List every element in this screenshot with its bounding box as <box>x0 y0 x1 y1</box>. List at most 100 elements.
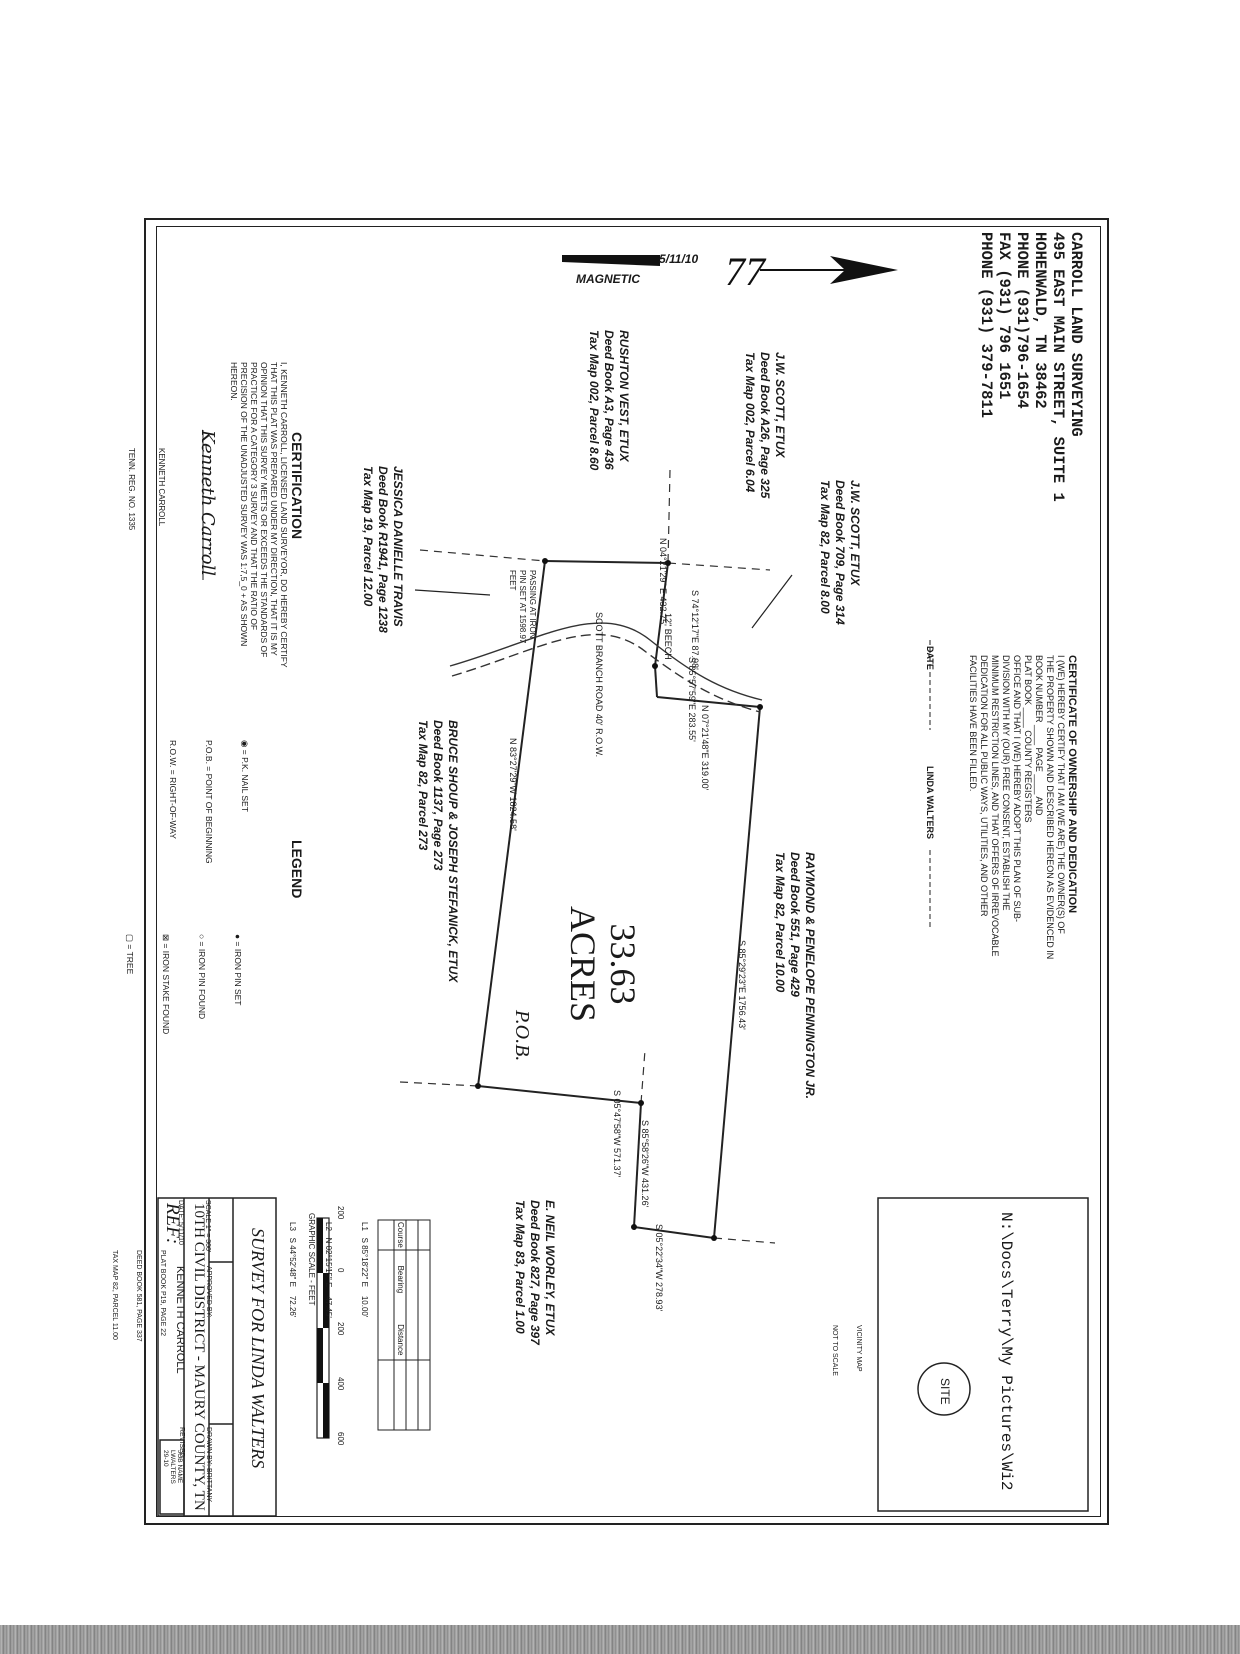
surveyor-header: CARROLL LAND SURVEYING 495 EAST MAIN STR… <box>977 232 1085 502</box>
legend-item: R.O.W. = RIGHT-OF-WAY <box>168 740 178 839</box>
boundary-line-2 <box>654 665 658 698</box>
scale-tick: 0 <box>336 1268 345 1273</box>
adjoiner-deed: Deed Book 551, Page 429 <box>788 852 802 997</box>
surveyor-line: CARROLL LAND SURVEYING <box>1067 232 1085 437</box>
owner-cert-title: CERTIFICATE OF OWNERSHIP AND DEDICATION <box>1066 655 1078 914</box>
scanner-edge <box>0 1625 1240 1654</box>
scale-tick: 600 <box>336 1432 345 1446</box>
leader-lines <box>414 574 793 629</box>
boundary-line-3 <box>656 696 761 708</box>
scale-label: GRAPHIC SCALE - FEET <box>307 1213 316 1306</box>
call-label: S 85°57'59"E 283.55' <box>687 657 697 742</box>
title-block-box <box>157 1197 277 1517</box>
acreage-label: 33.63 ACRES <box>563 906 643 1022</box>
call-label: S 85°29'23"E 1756.43' <box>737 940 747 1030</box>
pob-label: P.O.B. <box>511 1010 533 1062</box>
scale-seg <box>323 1383 329 1438</box>
adjoiner-deed: Deed Book A3, Page 436 <box>602 330 616 470</box>
adjoiner-map: Tax Map 002, Parcel 8.60 <box>587 330 601 471</box>
tb-job: JOB NAME LWALTERS 29-10 <box>162 1450 183 1484</box>
vicinity-title-text: VICINITY MAP <box>855 1325 862 1372</box>
adjoiner-deed: Deed Book 1137, Page 273 <box>431 720 445 871</box>
adjoiner-name: J.W. SCOTT, ETUX <box>773 352 787 458</box>
line-table-grid <box>377 1219 431 1431</box>
site-label: SITE <box>938 1378 952 1405</box>
plat-outer-border <box>144 218 1109 1525</box>
arrow-glyph: 77 <box>725 249 767 294</box>
adjoiner-name: RAYMOND & PENELOPE PENNINGTON JR. <box>803 852 817 1099</box>
call-label: N 07°21'48"E 319.00' <box>700 705 710 791</box>
tree-note: 12" BEECH <box>663 613 673 660</box>
iron-pin <box>475 1083 481 1089</box>
boundary-line-south-2 <box>633 1102 642 1228</box>
legend-item: ○ = IRON PIN FOUND <box>197 934 207 1020</box>
boundary-line-south-1 <box>633 1226 715 1239</box>
legend-item: ● = IRON PIN SET <box>233 934 243 1006</box>
legend-item: P.O.B. = POINT OF BEGINNING <box>204 740 214 864</box>
iron-pin <box>652 663 658 669</box>
vicinity-subtitle: NOT TO SCALE <box>831 1325 838 1376</box>
title-block-lines <box>157 1197 277 1517</box>
iron-pin <box>665 560 671 566</box>
road-label: SCOTT BRANCH ROAD 40' R.O.W. <box>594 612 604 758</box>
adjoiner-name: RUSHTON VEST, ETUX <box>617 330 631 462</box>
ext-5 <box>713 1237 776 1244</box>
legend-items-col0: ● = IRON PIN SET ○ = IRON PIN FOUND ⊠ = … <box>112 934 268 1034</box>
arrow-head <box>830 256 898 284</box>
adjoiner-label: JESSICA DANIELLE TRAVIS Deed Book R1941,… <box>360 466 405 633</box>
surveyor-certification: CERTIFICATION I, KENNETH CARROLL, LICENS… <box>229 362 305 668</box>
legend: LEGEND <box>289 810 305 898</box>
cert-name: KENNETH CARROLL <box>157 448 166 527</box>
north-arrow-shaft <box>562 255 660 266</box>
ext-3 <box>667 469 671 564</box>
surveyor-line: FAX (931) 796 1651 <box>995 232 1013 400</box>
owner-certificate: CERTIFICATE OF OWNERSHIP AND DEDICATION … <box>967 655 1078 959</box>
acreage-number: 33.63 <box>603 923 643 1005</box>
north-arrow-label: MAGNETIC <box>576 272 640 286</box>
line-table-header: Course Bearing Distance <box>396 1222 405 1356</box>
corner-markers <box>475 558 763 1241</box>
call-label: S 05°22'34"W 278.93' <box>654 1224 664 1312</box>
ext-2 <box>667 562 771 571</box>
plat-inner-border <box>156 226 1101 1517</box>
boundary-line-1 <box>654 562 669 667</box>
site-circle <box>917 1362 971 1416</box>
owner-name: LINDA WALTERS <box>925 766 935 839</box>
certification-body: I, KENNETH CARROLL, LICENSED LAND SURVEY… <box>229 362 289 668</box>
owner-date-label: DATE <box>925 646 935 670</box>
surveyor-line: PHONE (931) 379-7811 <box>977 232 995 419</box>
adjoiner-map: Tax Map 19, Parcel 12.00 <box>361 466 375 607</box>
file-path: N:\Docs\Terry\My Pictures\Wi2 <box>997 1212 1015 1491</box>
line-table-row: L2 N 02°15'15" E 47.45' <box>324 1222 333 1318</box>
boundary-line-east <box>713 706 761 1239</box>
scale-seg <box>317 1218 323 1273</box>
tb-ref-lines: PLAT BOOK P19, PAGE 22 DEED BOOK 581, PA… <box>102 1250 182 1342</box>
legend-title: LEGEND <box>289 840 305 899</box>
tb-ref-line: DEED BOOK 581, PAGE 337 <box>135 1250 142 1342</box>
adjoiner-name: BRUCE SHOUP & JOSEPH STEFANICK, ETUX <box>446 720 460 983</box>
surveyor-line: HOHENWALD, TN 38462 <box>1031 232 1049 409</box>
legend-item: ▢ = TREE <box>125 934 135 975</box>
signature: Kenneth Carroll <box>197 430 218 577</box>
tb-district: 10TH CIVIL DISTRICT - MAURY COUNTY, TN <box>191 1203 207 1511</box>
adjoiner-label: J.W. SCOTT, ETUX Deed Book A26, Page 325… <box>742 352 787 498</box>
adjoiner-deed: Deed Book 709, Page 314 <box>833 480 847 625</box>
adjoiner-map: Tax Map 002, Parcel 6.04 <box>743 352 757 493</box>
line-table-box <box>377 1219 431 1431</box>
leader-2 <box>414 589 491 596</box>
pin-note: PASSING AT IRON PIN SET AT 1598.97 FEET <box>508 570 537 644</box>
adjoiner-label: RUSHTON VEST, ETUX Deed Book A3, Page 43… <box>586 330 631 470</box>
adjoiner-map: Tax Map 82, Parcel 8.00 <box>818 480 832 614</box>
adjoiner-name: JESSICA DANIELLE TRAVIS <box>391 466 405 627</box>
adjoiner-label: RAYMOND & PENELOPE PENNINGTON JR. Deed B… <box>772 852 817 1099</box>
surveyor-name: KENNETH CARROLL TENN. REG. NO. 1335 <box>116 448 186 530</box>
tb-ref-line: PLAT BOOK P19, PAGE 22 <box>159 1250 166 1336</box>
adjoiner-extensions <box>399 469 776 1244</box>
ext-4 <box>399 1081 479 1087</box>
adjoiner-label: BRUCE SHOUP & JOSEPH STEFANICK, ETUX Dee… <box>415 720 460 982</box>
iron-pin <box>542 558 548 564</box>
iron-pin <box>711 1235 717 1241</box>
iron-pin <box>631 1224 637 1230</box>
boundary-line-west <box>477 560 546 1087</box>
